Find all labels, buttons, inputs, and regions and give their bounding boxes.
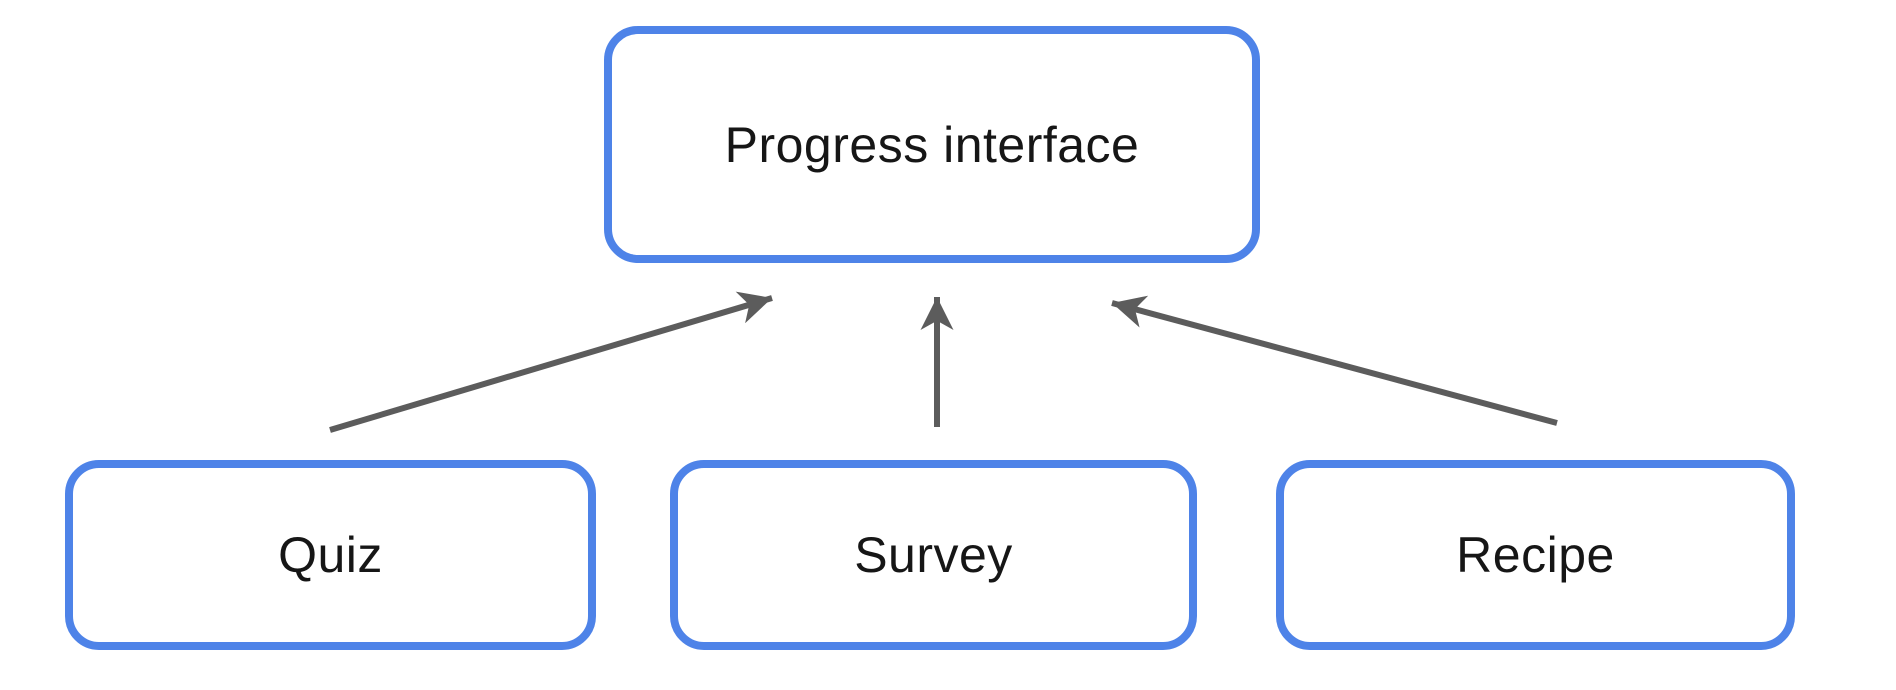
node-recipe-label: Recipe [1456, 527, 1615, 583]
node-progress-interface: Progress interface [604, 26, 1260, 263]
node-survey-label: Survey [854, 527, 1013, 583]
node-progress-interface-label: Progress interface [724, 116, 1140, 173]
arrow-quiz-to-progress-interface [329, 291, 773, 433]
node-quiz: Quiz [65, 460, 596, 650]
arrow-recipe-to-progress-interface [1111, 295, 1558, 426]
node-recipe: Recipe [1276, 460, 1795, 650]
node-survey: Survey [670, 460, 1197, 650]
node-quiz-label: Quiz [278, 527, 383, 583]
